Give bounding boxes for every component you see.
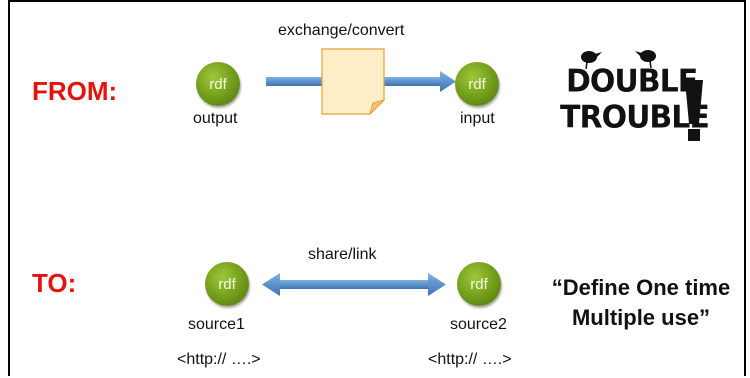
document-icon bbox=[321, 48, 386, 116]
share-link-label: share/link bbox=[308, 246, 377, 263]
share-arrow bbox=[262, 273, 446, 296]
source1-caption: source1 bbox=[188, 316, 245, 333]
logo-word-1: DOUBLE bbox=[566, 63, 698, 100]
bird-icon bbox=[581, 50, 656, 70]
quote-line-2: Multiple use” bbox=[571, 305, 711, 330]
diagram-graphics bbox=[262, 48, 703, 296]
rdf-node-source2: rdf bbox=[457, 262, 501, 306]
exchange-convert-label: exchange/convert bbox=[278, 22, 405, 39]
source2-caption: source2 bbox=[450, 316, 507, 333]
rdf-node-text: rdf bbox=[468, 75, 486, 93]
to-label: TO: bbox=[32, 268, 77, 298]
rdf-node-source1: rdf bbox=[205, 262, 249, 306]
exclamation-mark bbox=[685, 80, 703, 141]
source2-uri: <http:// ….> bbox=[428, 351, 512, 368]
from-label: FROM: bbox=[32, 76, 118, 106]
rdf-node-output: rdf bbox=[196, 62, 240, 106]
rdf-node-text: rdf bbox=[470, 275, 488, 293]
quote-line-1: “Define One time bbox=[551, 275, 731, 300]
rdf-node-text: rdf bbox=[209, 75, 227, 93]
output-caption: output bbox=[193, 110, 238, 127]
slide: FROM: exchange/convert rdf output rdf in… bbox=[8, 0, 746, 376]
source1-uri: <http:// ….> bbox=[177, 351, 261, 368]
rdf-node-text: rdf bbox=[218, 275, 236, 293]
input-caption: input bbox=[460, 110, 495, 127]
rdf-node-input: rdf bbox=[455, 62, 499, 106]
logo-word-2: TROUBLE bbox=[560, 99, 710, 136]
